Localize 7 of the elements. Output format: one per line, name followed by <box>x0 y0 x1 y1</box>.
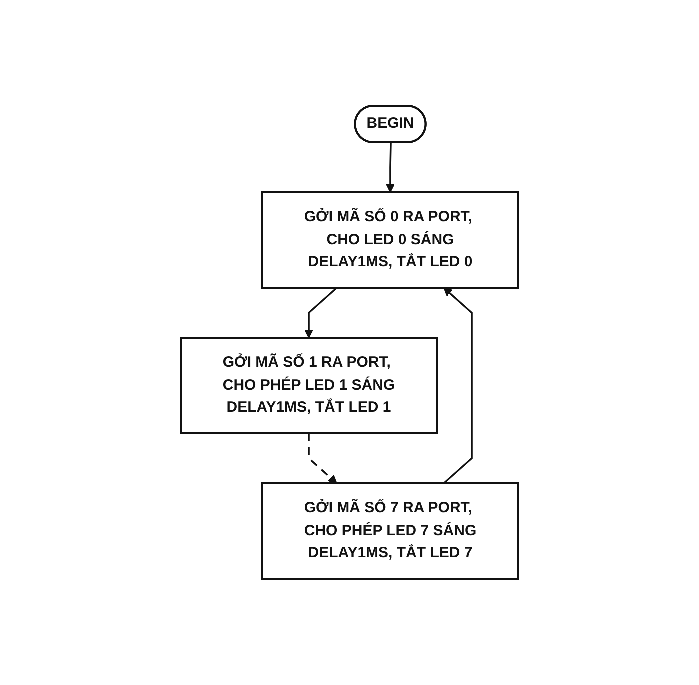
node-box: GỞI MÃ SỐ 1 RA PORT, CHO PHÉP LED 1 SÁNG DELAY1MS, TẮT LED 1 <box>180 337 438 434</box>
node-box: GỞI MÃ SỐ 0 RA PORT, CHO LED 0 SÁNG DELAY1MS, TẮT LED 0 <box>261 192 520 289</box>
node-box: GỞI MÃ SỐ 7 RA PORT, CHO PHÉP LED 7 SÁNG DELAY1MS, TẮT LED 7 <box>261 482 520 580</box>
arrow <box>386 142 395 193</box>
arrow <box>304 287 338 338</box>
arrow <box>443 288 473 484</box>
arrow <box>308 434 338 484</box>
